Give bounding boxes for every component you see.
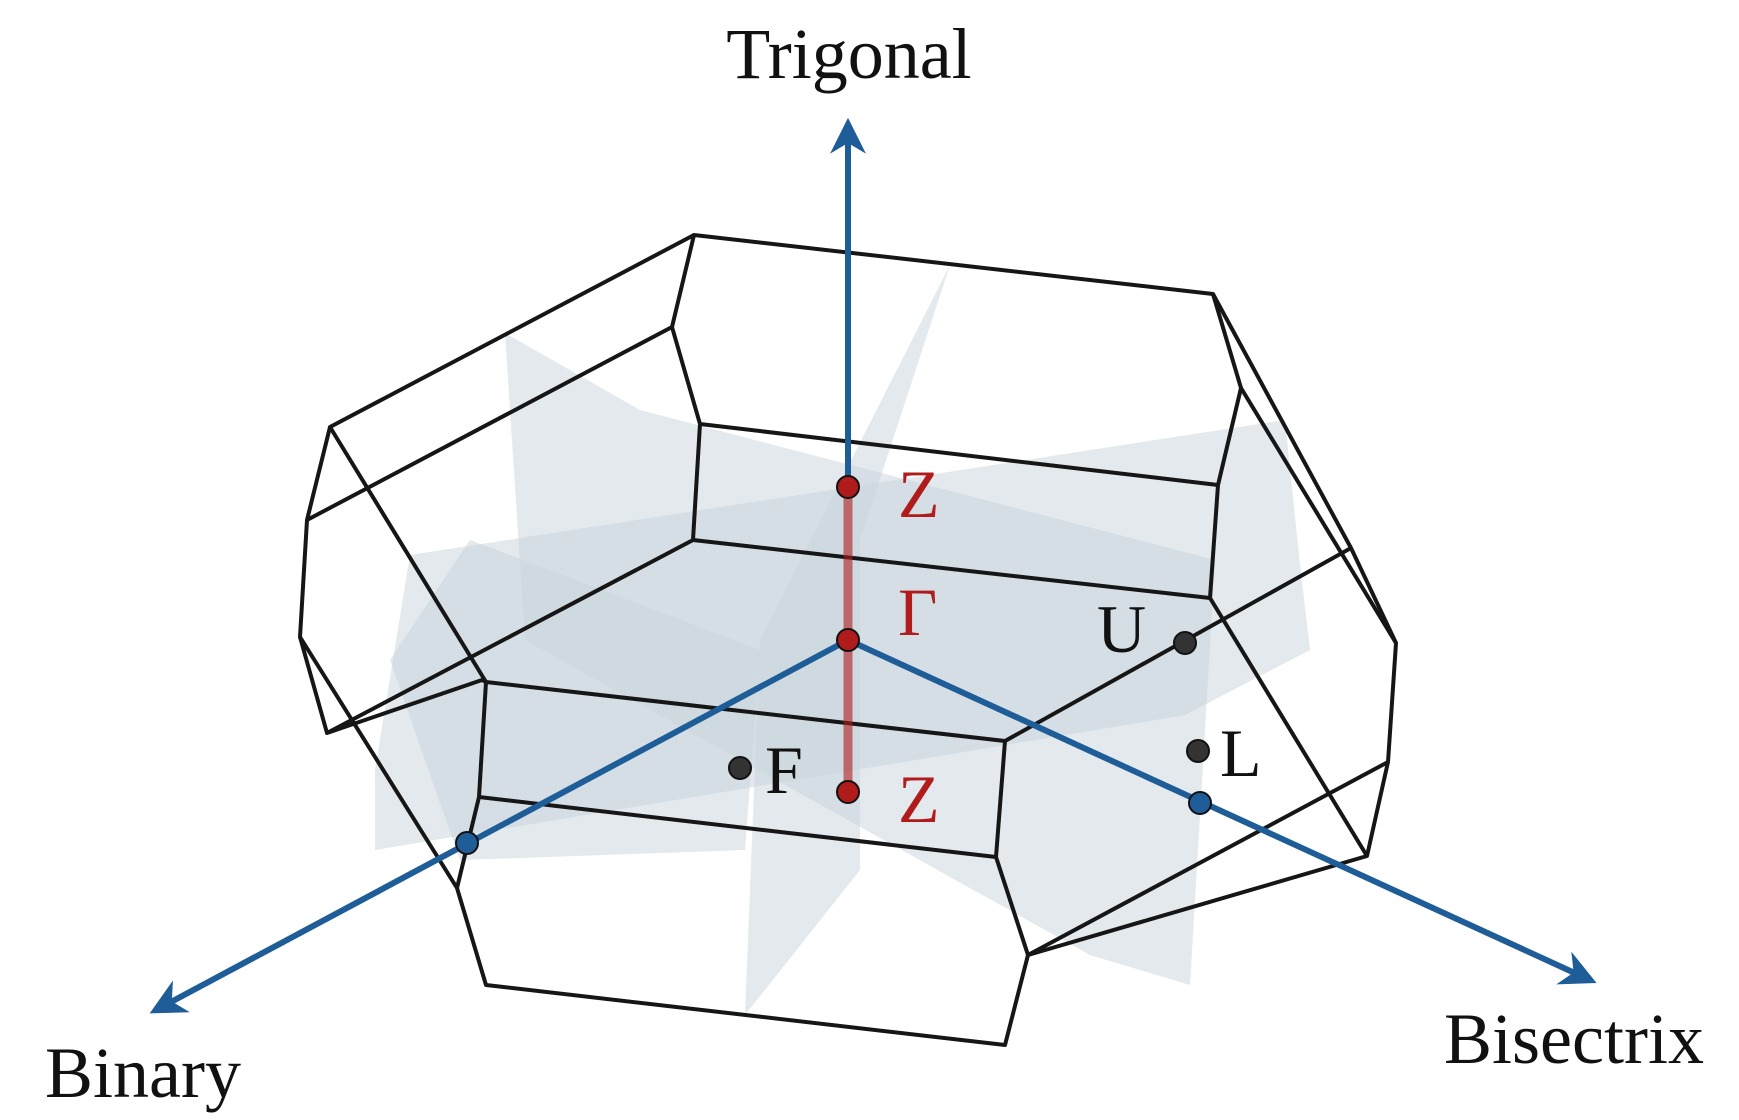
u-label: U xyxy=(1097,591,1146,667)
mid-center-2 xyxy=(326,538,694,735)
right-band-3 xyxy=(1208,484,1369,858)
z-top-label: Z xyxy=(898,456,940,532)
points xyxy=(455,475,1212,855)
binary-boundary-point xyxy=(455,831,479,855)
lower-wedge-plane xyxy=(390,540,760,860)
u-point xyxy=(1173,631,1197,655)
front-middle xyxy=(477,681,1007,859)
right-band-2 xyxy=(1239,386,1398,645)
bisectrix-axis xyxy=(846,637,1597,985)
gamma-point xyxy=(836,628,860,652)
bisectrix-axis-label: Bisectrix xyxy=(1444,999,1704,1079)
bottom-right xyxy=(1027,760,1389,957)
binary-axis xyxy=(149,637,850,1014)
l-point xyxy=(1186,739,1210,763)
bottom-left xyxy=(298,635,1030,1047)
f-label: F xyxy=(765,732,803,808)
gamma-label: Γ xyxy=(898,574,937,650)
f-point xyxy=(728,756,752,780)
z-top-point xyxy=(836,475,860,499)
binary-axis-label: Binary xyxy=(45,1033,241,1113)
trigonal-axis-label: Trigonal xyxy=(726,14,971,94)
axes xyxy=(149,117,1597,1014)
z-bottom-point xyxy=(836,780,860,804)
l-label: L xyxy=(1220,715,1262,791)
right-band xyxy=(1027,293,1398,957)
z-bottom-label: Z xyxy=(898,761,940,837)
bisectrix-boundary-point xyxy=(1188,791,1212,815)
polyhedron-edges xyxy=(298,233,1398,1047)
